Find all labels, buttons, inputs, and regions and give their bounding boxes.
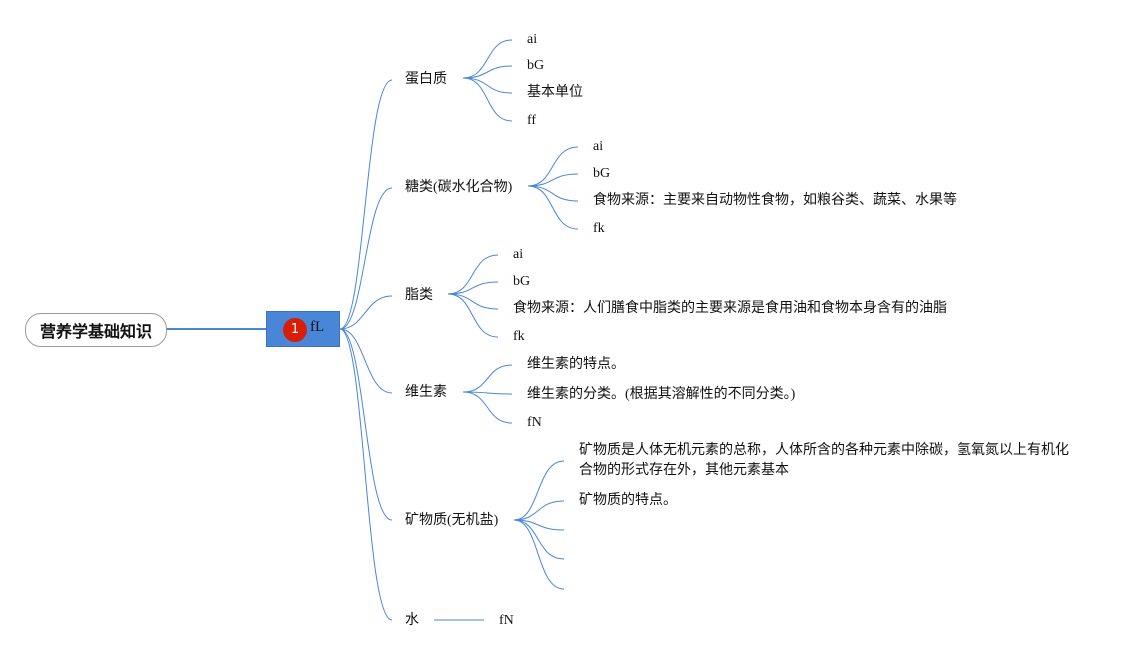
root-topic[interactable]: 营养学基础知识 xyxy=(25,313,167,347)
central-topic[interactable]: 1 fL xyxy=(266,311,340,347)
water-child[interactable]: fN xyxy=(499,613,514,628)
branch-vitamins[interactable]: 维生素 xyxy=(405,385,447,400)
lipids-child[interactable]: 食物来源：人们膳食中脂类的主要来源是食用油和食物本身含有的油脂 xyxy=(513,301,947,316)
branch-water[interactable]: 水 xyxy=(405,613,419,628)
minerals-child[interactable]: 矿物质的特点。 xyxy=(579,493,677,508)
connector-minerals xyxy=(513,460,565,590)
branch-minerals[interactable]: 矿物质(无机盐) xyxy=(405,513,499,528)
marker-number-icon: 1 xyxy=(283,318,307,342)
branch-carbohydrates[interactable]: 糖类(碳水化合物) xyxy=(405,180,513,195)
vitamins-child[interactable]: 维生素的分类。(根据其溶解性的不同分类。) xyxy=(527,387,796,402)
connector-lipids xyxy=(447,254,499,338)
connector-protein xyxy=(462,39,513,122)
connector-carbs xyxy=(527,146,579,230)
carbs-child[interactable]: 食物来源：主要来自动物性食物，如粮谷类、蔬菜、水果等 xyxy=(593,193,957,208)
carbs-child[interactable]: fk xyxy=(593,221,605,236)
lipids-child[interactable]: ai xyxy=(513,247,524,262)
branch-lipids[interactable]: 脂类 xyxy=(405,288,433,303)
lipids-child[interactable]: fk xyxy=(513,329,525,344)
protein-child[interactable]: ff xyxy=(527,113,537,128)
protein-child[interactable]: ai xyxy=(527,32,538,47)
vitamins-child[interactable]: fN xyxy=(527,415,542,430)
minerals-child[interactable]: 矿物质是人体无机元素的总称，人体所含的各种元素中除碳，氢氧氮以上有机化合物的形式… xyxy=(579,443,1069,478)
lipids-child[interactable]: bG xyxy=(513,274,531,289)
root-topic-label: 营养学基础知识 xyxy=(39,322,152,341)
central-topic-label: fL xyxy=(310,319,325,335)
carbs-child[interactable]: bG xyxy=(593,166,611,181)
protein-child[interactable]: 基本单位 xyxy=(527,85,583,100)
carbs-child[interactable]: ai xyxy=(593,139,604,154)
connector-center-branches xyxy=(339,79,393,621)
protein-child[interactable]: bG xyxy=(527,58,545,73)
connector-vitamins xyxy=(462,364,513,424)
branch-protein[interactable]: 蛋白质 xyxy=(405,72,447,87)
vitamins-child[interactable]: 维生素的特点。 xyxy=(527,357,625,372)
